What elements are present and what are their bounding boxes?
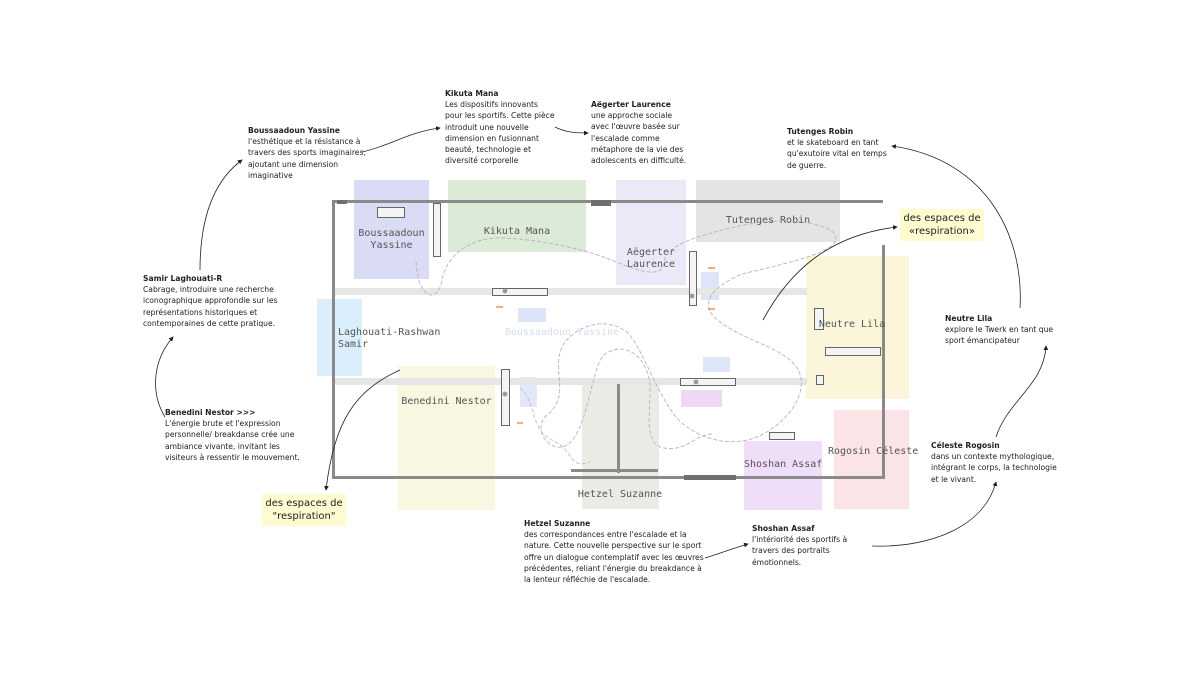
annotation-text: l'esthétique et la résistance à travers …: [248, 137, 366, 180]
zone-kikuta: [448, 180, 586, 252]
annotation-text: dans un contexte mythologique, intégrant…: [931, 452, 1057, 484]
annotation-samir: Samir Laghouati-R Cabrage, introduire un…: [143, 273, 293, 329]
note-respiration-top: des espaces de «respiration»: [900, 209, 984, 241]
zone-label-tutenges: Tutenges Robin: [725, 215, 811, 226]
annotation-name: Boussaadoun Yassine: [248, 126, 340, 135]
annotation-aegerter: Aëgerter Laurence une approche sociale a…: [591, 99, 701, 166]
device-pillar-2: [689, 251, 697, 306]
annotation-kikuta: Kikuta Mana Les dispositifs innovants po…: [445, 88, 565, 166]
annotation-name: Shoshan Assaf: [752, 524, 815, 533]
door-top: [591, 200, 611, 206]
annotation-text: une approche sociale avec l'œuvre basée …: [591, 111, 687, 166]
arrow-boussaadoun-to-kikuta: [361, 126, 441, 153]
path-dot-4: [502, 391, 508, 397]
arrow-kikuta-to-aegerter: [554, 126, 589, 136]
annotation-neutre: Neutre Lila explore le Twerk en tant que…: [945, 313, 1075, 347]
zone-aegerter: [616, 180, 686, 285]
wall-right: [882, 245, 885, 479]
device-neutre-small: [816, 375, 824, 385]
annotation-text: des correspondances entre l'escalade et …: [524, 530, 704, 585]
annotation-name: Samir Laghouati-R: [143, 274, 223, 283]
arrow-hetzel-to-shoshan: [704, 542, 749, 559]
arrow-benedini-to-samir: [155, 336, 174, 418]
visitor-path: [415, 220, 837, 449]
zone-label-ghost: Boussaadoun Yassine: [504, 327, 620, 338]
wall-left: [332, 200, 335, 479]
zone-shoshan: [744, 441, 822, 510]
door-bottom: [684, 475, 736, 480]
zone-tutenges: [696, 180, 840, 242]
wall-bottom: [332, 476, 885, 479]
device-rail-2: [680, 378, 736, 386]
annotation-text: explore le Twerk en tant que sport émanc…: [945, 325, 1054, 346]
note-respiration-bottom: des espaces de "respiration": [262, 494, 346, 526]
rail-lower: [333, 378, 807, 385]
zone-small-blue-3: [703, 357, 730, 372]
zone-label-hetzel: Hetzel Suzanne: [577, 489, 663, 500]
annotation-name: Kikuta Mana: [445, 89, 499, 98]
path-dot-1: [502, 288, 508, 294]
plinth-hetzel: [571, 469, 658, 472]
annotation-celeste: Céleste Rogosin dans un contexte mytholo…: [931, 440, 1081, 485]
annotation-tutenges: Tutenges Robin et le skateboard en tant …: [787, 126, 897, 171]
annotation-name: Tutenges Robin: [787, 127, 854, 136]
zone-boussaadoun: [354, 180, 429, 279]
arrow-to-respiration-top: [762, 225, 898, 321]
zone-label-neutre: Neutre Lila: [818, 319, 886, 330]
zone-label-kikuta: Kikuta Mana: [483, 226, 551, 237]
annotation-shoshan: Shoshan Assaf l'intériorité des sportifs…: [752, 523, 862, 568]
annotation-text: l'intériorité des sportifs à travers des…: [752, 535, 848, 567]
zone-small-blue-1: [518, 308, 546, 322]
arrow-samir-to-boussaadoun: [199, 159, 243, 271]
annotation-hetzel: Hetzel Suzanne des correspondances entre…: [524, 518, 714, 585]
device-pillar-3: [501, 369, 510, 426]
device-pillar-1: [433, 203, 441, 257]
door-top-left: [337, 200, 347, 204]
annotation-text: L'énergie brute et l'expression personne…: [165, 419, 300, 462]
zone-label-shoshan: Shoshan Assaf: [744, 459, 823, 470]
annotation-name: Céleste Rogosin: [931, 441, 1000, 450]
zone-label-boussaadoun: Boussaadoun Yassine: [358, 228, 425, 251]
path-dot-3: [693, 379, 699, 385]
annotation-name: Hetzel Suzanne: [524, 519, 591, 528]
arrow-celeste-to-neutre: [995, 345, 1049, 438]
device-rail-1: [492, 288, 548, 296]
annotation-text: Les dispositifs innovants pour les sport…: [445, 100, 555, 166]
zone-hetzel: [582, 383, 659, 509]
annotation-benedini: Benedini Nestor >>> L'énergie brute et l…: [165, 407, 315, 463]
zone-small-purple: [681, 390, 722, 407]
visitor-path-branch: [519, 387, 591, 465]
path-dot-2: [689, 293, 695, 299]
divider-hetzel: [617, 384, 620, 473]
zone-rogosin: [834, 410, 909, 509]
annotation-text: et le skateboard en tant qu'exutoire vit…: [787, 138, 887, 170]
arrow-shoshan-to-celeste: [871, 481, 998, 547]
arrow-to-respiration-bottom: [324, 369, 401, 491]
rail-upper: [333, 288, 807, 295]
device-neutre-bar: [825, 347, 881, 356]
annotation-boussaadoun: Boussaadoun Yassine l'esthétique et la r…: [248, 125, 378, 181]
device-neutre: [814, 308, 824, 330]
arrow-neutre-to-tutenges: [891, 144, 1021, 309]
device-shoshan: [769, 432, 795, 440]
annotation-name: Benedini Nestor >>>: [165, 408, 256, 417]
zone-laghouati: [317, 299, 362, 376]
zone-label-aegerter: Aëgerter Laurence: [626, 247, 676, 270]
zone-label-benedini: Benedini Nestor: [401, 396, 492, 407]
zone-benedini: [398, 366, 495, 510]
zone-label-rogosin: Rogosin Céleste: [828, 446, 919, 457]
device-boussaadoun: [377, 207, 405, 218]
annotation-name: Aëgerter Laurence: [591, 100, 671, 109]
annotation-name: Neutre Lila: [945, 314, 993, 323]
annotation-text: Cabrage, introduire une recherche iconog…: [143, 285, 278, 328]
zone-label-laghouati: Laghouati-Rashwan Samir: [338, 327, 441, 350]
